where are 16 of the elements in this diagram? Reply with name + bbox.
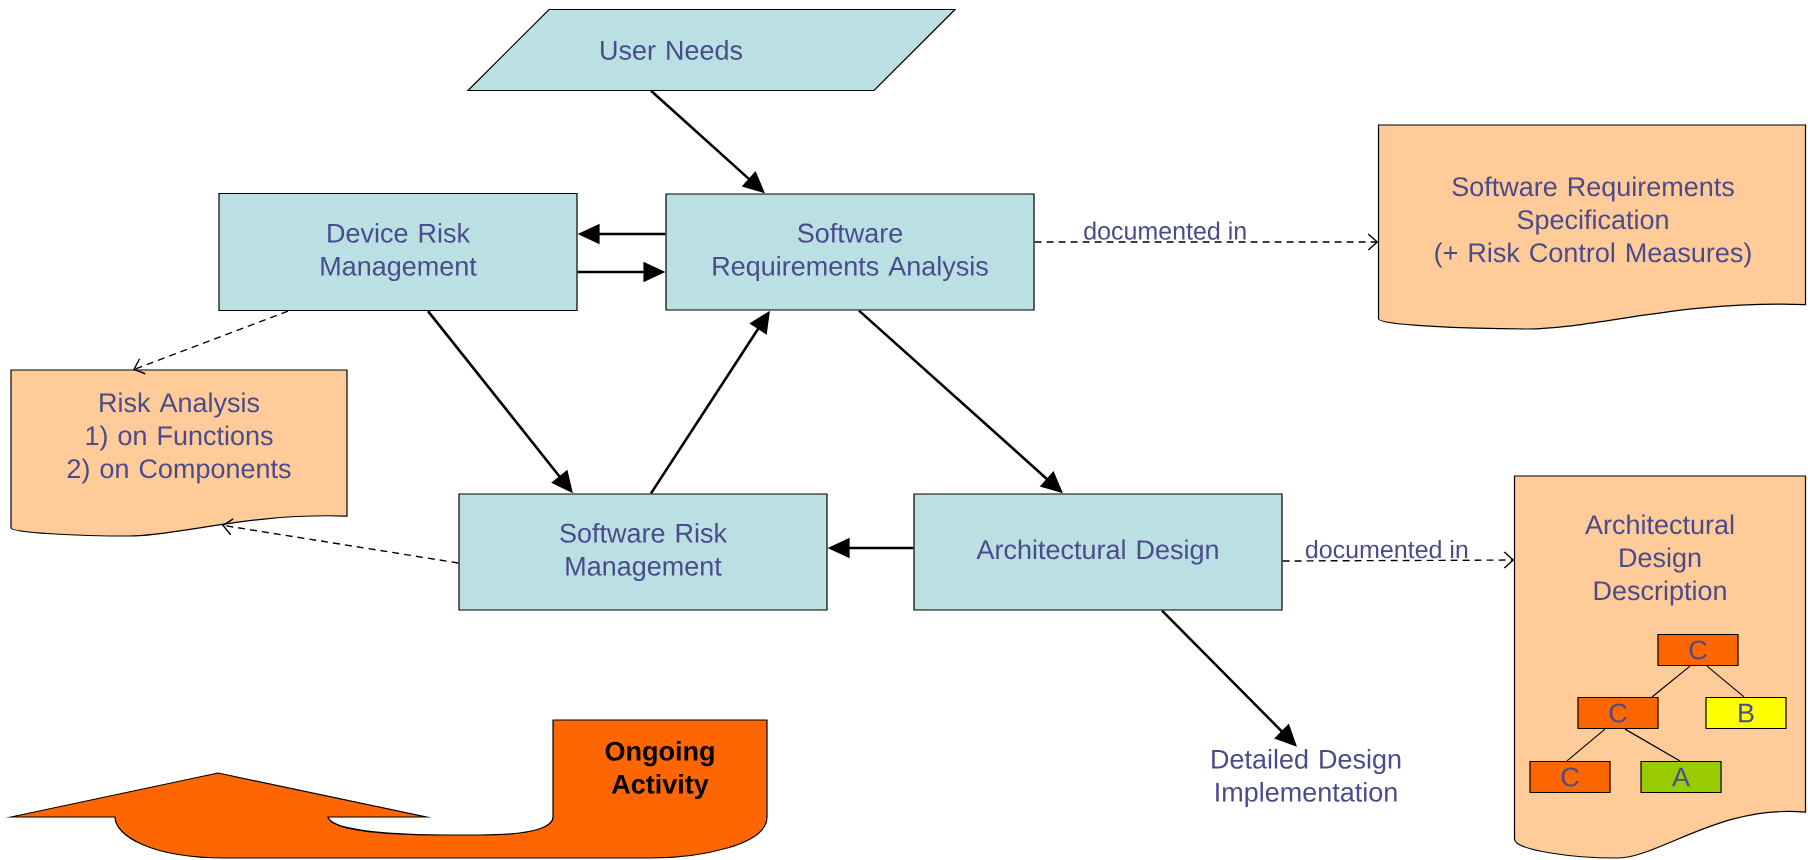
component-box: A [1640, 760, 1722, 794]
arrow [1281, 551, 1515, 569]
process-box: Software Requirements Analysis [665, 193, 1035, 311]
process-box: Software Risk Management [458, 493, 828, 611]
edge-label: documented in [1082, 220, 1249, 241]
arrow [133, 310, 289, 375]
text-label: Detailed Design Implementation [1212, 748, 1401, 808]
process-box: Architectural Design [913, 493, 1283, 611]
component-box: C [1529, 760, 1611, 794]
component-box: C [1657, 633, 1739, 667]
process-box: Device Risk Management [218, 192, 578, 312]
component-box: B [1705, 696, 1787, 730]
arrow [1033, 233, 1379, 251]
component-box: C [1577, 696, 1659, 730]
arrow [222, 518, 460, 564]
edge-label: documented in [1303, 539, 1470, 560]
